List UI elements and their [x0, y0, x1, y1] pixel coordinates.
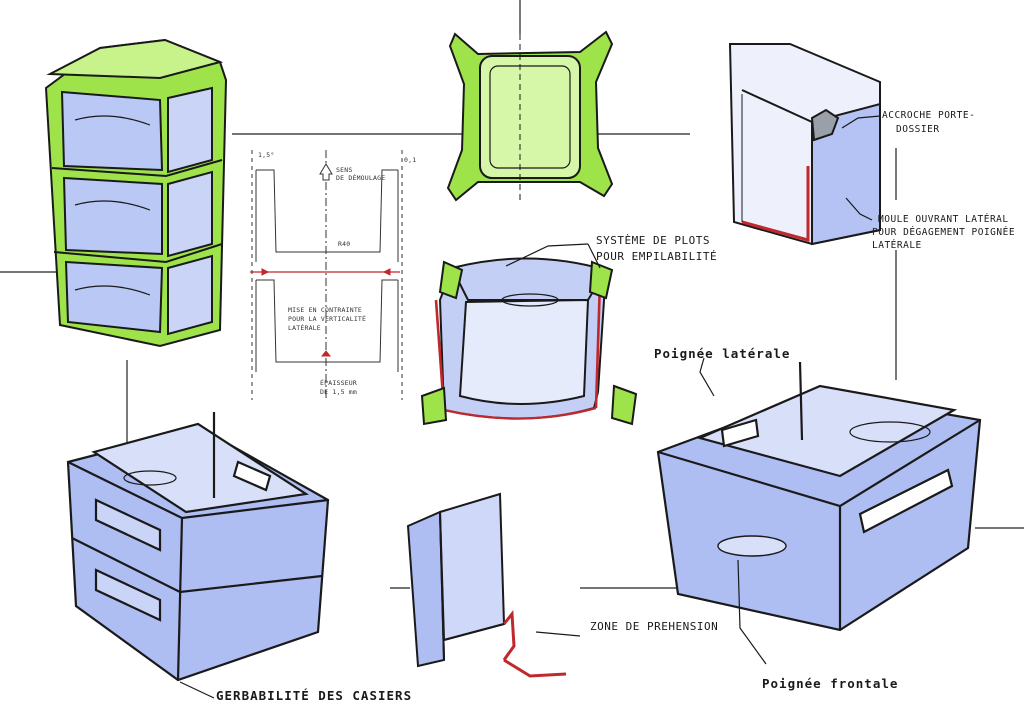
- annotation-moule-2: POUR DÉGAGEMENT POIGNÉE: [872, 227, 1016, 238]
- annotation-gerbabilite: GERBABILITÉ DES CASIERS: [216, 688, 413, 703]
- annotation-moule-1: MOULE OUVRANT LATÉRAL: [878, 214, 1009, 225]
- annotation-accroche-1: ACCROCHE PORTE-: [882, 110, 976, 121]
- tech-label-mise-2: POUR LA VERTICALITÉ: [288, 315, 367, 323]
- annotation-systeme-plots-2: POUR EMPILABILITÉ: [596, 250, 718, 263]
- grip-zone-detail-sketch: [406, 492, 567, 678]
- tech-label-mise-1: MISE EN CONTRAINTE: [288, 306, 363, 314]
- tech-label-sens-1: SENS: [336, 166, 353, 174]
- drawer-tower-sketch: [44, 38, 228, 348]
- corner-hook-detail-sketch: [728, 43, 881, 246]
- annotation-accroche-2: DOSSIER: [896, 124, 940, 135]
- tech-label-epaisseur-2: DE 1,5 mm: [320, 388, 358, 396]
- tech-label-dim-right: 0,1: [404, 156, 417, 164]
- tech-label-dim-left: 1,5°: [258, 151, 275, 159]
- annotation-poignee-frontale: Poignée frontale: [762, 676, 899, 691]
- annotation-poignee-laterale: Poignée latérale: [654, 346, 791, 361]
- lid-top-view-sketch: [446, 30, 614, 202]
- annotation-zone-prehension: ZONE DE PREHENSION: [590, 620, 719, 633]
- technical-section-drawing: [250, 150, 403, 400]
- tech-label-epaisseur-1: ÉPAISSEUR: [320, 379, 358, 387]
- stacked-crates-sketch: [66, 412, 330, 682]
- stacking-tray-sketch: [420, 257, 638, 426]
- crate-with-handles-sketch: [656, 361, 982, 632]
- annotation-moule-3: LATÉRALE: [872, 240, 922, 251]
- tech-label-mise-3: LATÉRALE: [288, 324, 321, 332]
- tech-label-sens-2: DE DÉMOULAGE: [336, 174, 386, 182]
- tech-label-rayon: R40: [338, 240, 351, 248]
- annotation-systeme-plots-1: SYSTÈME DE PLOTS: [596, 234, 710, 247]
- callout-arrows: [179, 115, 881, 699]
